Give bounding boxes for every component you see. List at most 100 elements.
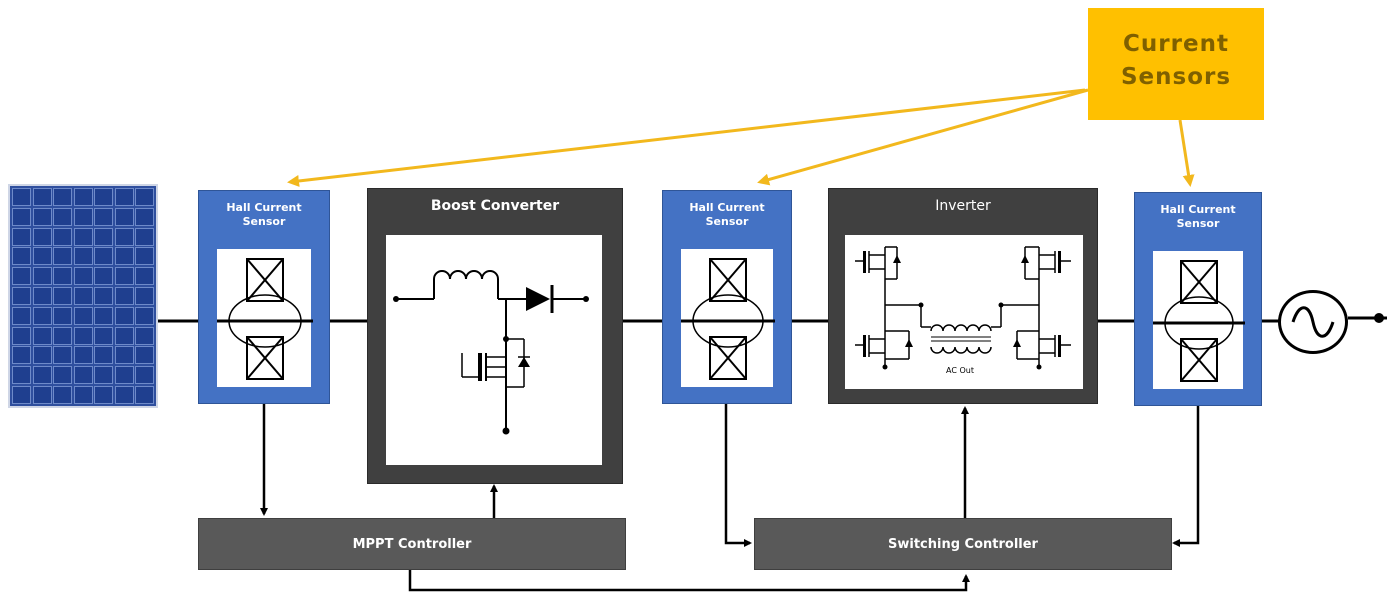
sensor-title: Hall Current Sensor xyxy=(1160,203,1236,230)
solar-cell xyxy=(12,306,31,325)
solar-cell xyxy=(94,326,113,345)
solar-cell xyxy=(12,346,31,365)
solar-cell xyxy=(114,227,134,246)
callout-arrow-sensor1 xyxy=(287,88,1086,187)
solar-cell xyxy=(12,326,31,345)
solar-cell xyxy=(114,366,134,385)
solar-cell xyxy=(73,227,93,246)
solar-cell xyxy=(73,287,93,305)
switching-controller: Switching Controller xyxy=(754,518,1172,570)
callout-arrow-sensor3 xyxy=(1178,119,1195,187)
boost-converter-block: Boost Converter xyxy=(367,188,623,484)
solar-cell xyxy=(94,247,113,266)
hall-current-sensor-3: Hall Current Sensor xyxy=(1134,192,1262,406)
solar-cell xyxy=(53,227,72,246)
mppt-controller: MPPT Controller xyxy=(198,518,626,570)
solar-cell xyxy=(12,386,31,404)
solar-cell xyxy=(73,306,93,325)
solar-cell xyxy=(12,227,31,246)
solar-cell xyxy=(94,366,113,385)
solar-cell xyxy=(32,386,52,404)
solar-cell xyxy=(73,346,93,365)
solar-cell xyxy=(53,386,72,404)
solar-cell xyxy=(53,188,72,206)
solar-cell xyxy=(94,207,113,226)
solar-cell xyxy=(73,366,93,385)
solar-cell xyxy=(135,326,154,345)
sensor-core xyxy=(681,249,775,387)
solar-cell xyxy=(32,207,52,226)
solar-cell xyxy=(114,267,134,286)
boost-converter-schematic xyxy=(386,235,602,465)
solar-cell xyxy=(53,247,72,266)
solar-cell xyxy=(32,366,52,385)
sensor3-to-switching-arrow xyxy=(1172,406,1200,547)
solar-cell xyxy=(135,346,154,365)
hall-sensor-icon xyxy=(681,258,775,380)
solar-cell xyxy=(114,188,134,206)
solar-cell xyxy=(135,247,154,266)
solar-cell xyxy=(114,247,134,266)
solar-cell xyxy=(12,267,31,286)
sensor2-to-switching-arrow xyxy=(724,404,752,547)
solar-cell xyxy=(32,346,52,365)
solar-cell xyxy=(94,386,113,404)
ac-out-label: AC Out xyxy=(946,366,974,375)
solar-cell xyxy=(32,227,52,246)
solar-cell xyxy=(32,247,52,266)
solar-cell xyxy=(135,366,154,385)
solar-cell xyxy=(12,207,31,226)
solar-cell xyxy=(94,188,113,206)
sensor-title: Hall Current Sensor xyxy=(226,201,302,228)
solar-cell xyxy=(114,326,134,345)
sensor-core xyxy=(217,249,313,387)
solar-cell xyxy=(94,287,113,305)
solar-cell xyxy=(94,227,113,246)
solar-cell xyxy=(12,247,31,266)
boost-circuit-icon xyxy=(393,270,589,435)
solar-cell xyxy=(94,267,113,286)
inverter-circuit-icon: AC Out xyxy=(855,246,1071,375)
solar-cell xyxy=(53,287,72,305)
solar-cell xyxy=(12,188,31,206)
sensor-core xyxy=(1153,251,1245,389)
solar-cell xyxy=(114,207,134,226)
mppt-to-switching-arrow xyxy=(408,570,970,592)
solar-cell xyxy=(53,267,72,286)
solar-cell xyxy=(94,346,113,365)
solar-cell xyxy=(73,247,93,266)
solar-cell xyxy=(114,386,134,404)
solar-cell xyxy=(135,287,154,305)
solar-cell xyxy=(53,366,72,385)
solar-cell xyxy=(53,346,72,365)
solar-cell xyxy=(114,306,134,325)
callout-arrow-sensor2 xyxy=(757,88,1089,186)
hall-sensor-icon xyxy=(1153,260,1245,382)
solar-panel xyxy=(8,184,158,408)
solar-cell xyxy=(135,227,154,246)
solar-cell xyxy=(32,267,52,286)
inverter-title: Inverter xyxy=(935,198,991,214)
solar-cell xyxy=(135,306,154,325)
solar-cell xyxy=(53,207,72,226)
solar-cell xyxy=(135,267,154,286)
solar-cell xyxy=(73,386,93,404)
sine-wave-icon xyxy=(1291,306,1335,338)
current-sensors-callout: Current Sensors xyxy=(1088,8,1264,120)
solar-cell xyxy=(135,207,154,226)
solar-cell xyxy=(73,207,93,226)
ac-source-icon xyxy=(1278,290,1348,354)
sensor-title: Hall Current Sensor xyxy=(689,201,765,228)
solar-cell xyxy=(73,326,93,345)
solar-cell xyxy=(135,386,154,404)
boost-converter-title: Boost Converter xyxy=(430,198,560,214)
hall-current-sensor-2: Hall Current Sensor xyxy=(662,190,792,404)
solar-cell xyxy=(12,287,31,305)
solar-cell xyxy=(53,306,72,325)
solar-cell xyxy=(32,326,52,345)
solar-cell xyxy=(32,188,52,206)
solar-cell xyxy=(12,366,31,385)
solar-cell xyxy=(114,287,134,305)
inverter-block: Inverter xyxy=(828,188,1098,404)
solar-cell xyxy=(53,326,72,345)
